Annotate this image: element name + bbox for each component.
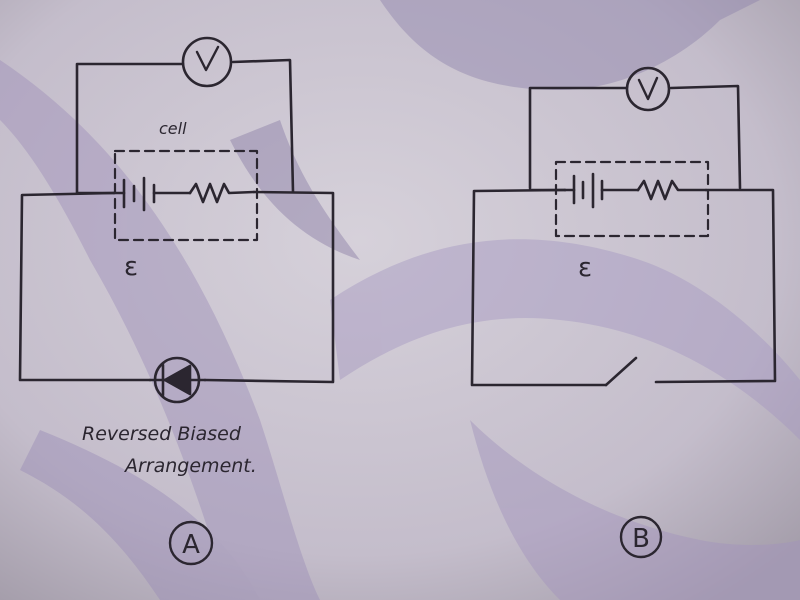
circuit-a-note-line2: Arrangement. <box>123 455 257 477</box>
circuit-a-voltmeter-symbol <box>181 36 233 88</box>
circuit-b <box>470 66 777 387</box>
circuit-a-voltmeter-wire <box>75 58 295 194</box>
circuit-b-main-wire <box>470 188 777 387</box>
circuit-b-voltmeter-wire <box>528 84 742 190</box>
circuit-a-voltmeter-v-mark <box>195 45 220 72</box>
circuit-a-cell-boundary <box>113 149 259 242</box>
circuit-a-internal-resistor <box>188 182 256 204</box>
circuit-b-cell-symbol <box>563 172 640 209</box>
circuit-a-emf-label: ε <box>124 252 138 282</box>
circuit-a-note-line1: Reversed Biased <box>82 423 242 445</box>
circuit-b-voltmeter-symbol <box>625 66 671 112</box>
circuit-b-internal-resistor <box>636 179 708 201</box>
circuit-b-cell-boundary <box>554 160 710 238</box>
circuit-b-emf-label: ε <box>578 253 592 283</box>
circuit-b-label-text: B <box>632 524 650 554</box>
circuit-a <box>18 36 335 404</box>
circuit-a-label-text: A <box>182 530 200 560</box>
circuit-a-main-wire <box>18 190 335 384</box>
circuit-b-label: B <box>619 515 663 559</box>
circuit-a-cell-label: cell <box>159 119 187 138</box>
circuit-a-label: A <box>168 520 214 566</box>
circuit-b-voltmeter-v-mark <box>637 76 659 101</box>
circuit-a-diode-symbol <box>148 356 207 404</box>
circuit-b-open-switch <box>604 356 638 387</box>
